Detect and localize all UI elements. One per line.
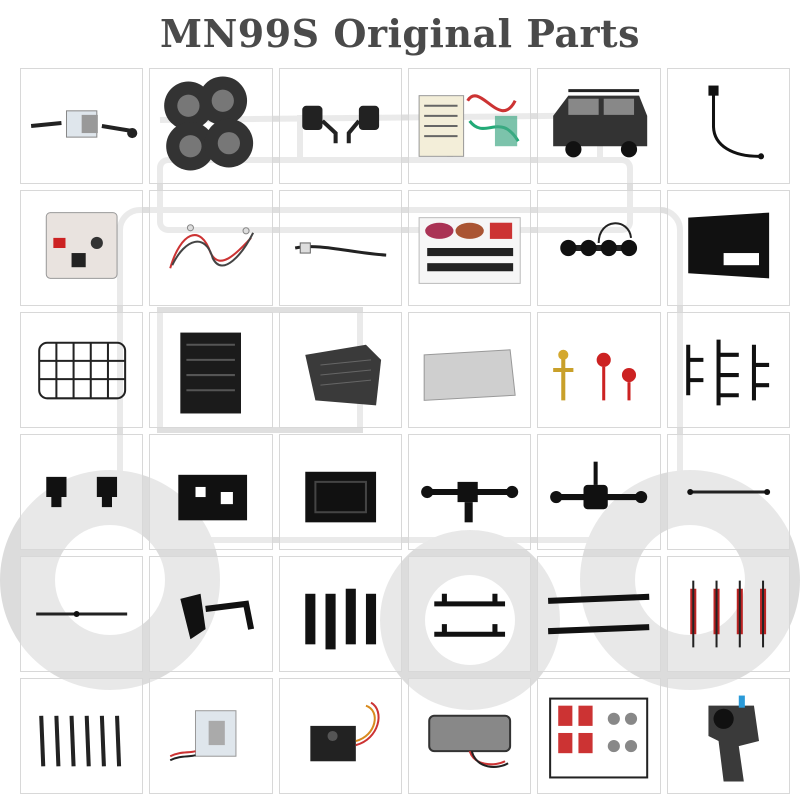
part-tile[interactable] — [20, 68, 144, 184]
part-tile[interactable] — [408, 190, 532, 306]
shock-absorbers-icon — [689, 580, 766, 648]
part-tile[interactable] — [408, 678, 532, 794]
part-tile[interactable] — [537, 312, 661, 428]
part-tile[interactable] — [278, 312, 402, 428]
part-tile[interactable] — [666, 68, 790, 184]
parts-grid — [20, 68, 790, 794]
axle-hubs-icon — [46, 476, 118, 508]
part-tile[interactable] — [20, 190, 144, 306]
part-tile[interactable] — [278, 190, 402, 306]
part-tile[interactable] — [149, 190, 273, 306]
part-tile[interactable] — [149, 434, 273, 550]
black-accessory-sprue-icon — [685, 339, 769, 406]
part-tile[interactable] — [666, 434, 790, 550]
gold-red-accessory-sprue-icon — [553, 349, 637, 401]
part-tile[interactable] — [537, 434, 661, 550]
part-tile[interactable] — [666, 556, 790, 672]
electronics-mount-plate-icon — [304, 471, 376, 523]
servo-mount-icon — [180, 593, 255, 640]
part-tile[interactable] — [278, 678, 402, 794]
body-shell-with-roof-rack-icon — [553, 89, 648, 158]
part-tile[interactable] — [666, 190, 790, 306]
part-tile[interactable] — [149, 556, 273, 672]
drive-shaft-icon — [686, 488, 770, 496]
page-title: MN99S Original Parts — [160, 11, 640, 56]
part-tile[interactable] — [20, 556, 144, 672]
chassis-tray-icon — [180, 332, 242, 414]
black-roof-panel-icon — [687, 212, 769, 279]
lipo-battery-pack-icon — [428, 714, 512, 768]
battery-tray-icon — [178, 474, 248, 521]
part-tile[interactable] — [149, 678, 273, 794]
body-posts-icon — [304, 588, 376, 650]
part-tile[interactable] — [537, 68, 661, 184]
hood-cover-icon — [304, 344, 381, 406]
center-drive-shaft-icon — [36, 610, 128, 618]
receiver-circuit-board-icon — [45, 212, 118, 279]
bumper-mounts-icon — [434, 593, 506, 637]
rear-axle-assembly-icon — [550, 461, 648, 510]
chassis-frame-rails-icon — [548, 593, 650, 635]
wire-connector-icon — [708, 85, 764, 160]
part-tile[interactable] — [20, 312, 144, 428]
steering-servo-icon — [309, 701, 380, 762]
clear-window-panel-icon — [423, 349, 516, 401]
pistol-grip-transmitter-icon — [708, 695, 759, 782]
light-cable-icon — [294, 242, 386, 257]
part-tile[interactable] — [666, 678, 790, 794]
part-tile[interactable] — [149, 68, 273, 184]
suspension-links-icon — [39, 715, 122, 767]
steering-servo-assembly-icon — [30, 110, 138, 139]
red-light-lens-sprue-icon — [549, 697, 649, 779]
led-light-wires-icon — [169, 224, 255, 269]
part-tile[interactable] — [408, 312, 532, 428]
part-tile[interactable] — [408, 434, 532, 550]
part-tile[interactable] — [149, 312, 273, 428]
parts-list-bags-icon — [418, 94, 520, 157]
wheels-tires-set-icon — [164, 76, 254, 171]
part-tile[interactable] — [20, 678, 144, 794]
part-tile[interactable] — [537, 678, 661, 794]
part-tile[interactable] — [20, 434, 144, 550]
part-tile[interactable] — [278, 556, 402, 672]
roof-rack-cage-icon — [38, 341, 127, 400]
part-tile[interactable] — [278, 434, 402, 550]
esc-motor-unit-icon — [170, 710, 237, 762]
part-tile[interactable] — [537, 190, 661, 306]
part-tile[interactable] — [278, 68, 402, 184]
roof-light-bar-icon — [560, 222, 638, 257]
part-tile[interactable] — [408, 556, 532, 672]
part-tile[interactable] — [408, 68, 532, 184]
side-mirrors-icon — [301, 105, 379, 144]
part-tile[interactable] — [666, 312, 790, 428]
front-axle-assembly-icon — [421, 481, 519, 523]
decal-sticker-sheet-icon — [418, 217, 521, 284]
part-tile[interactable] — [537, 556, 661, 672]
